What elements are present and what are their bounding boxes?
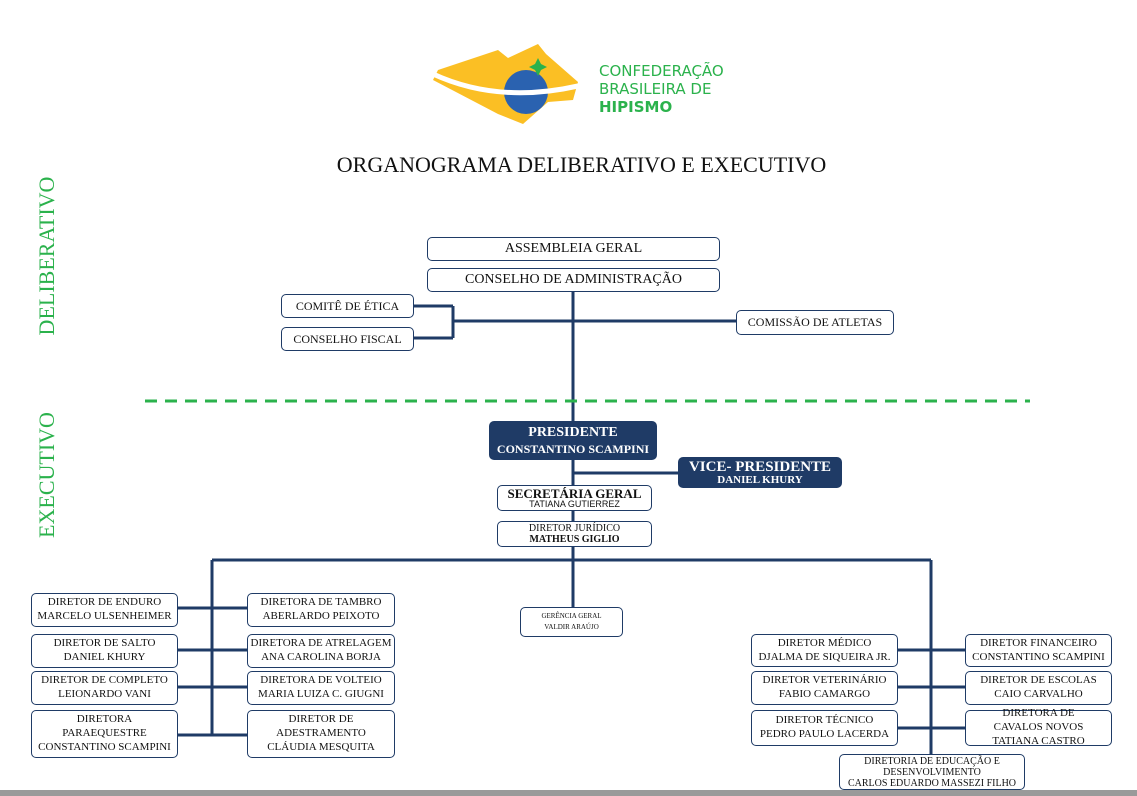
director-name: PEDRO PAULO LACERDA xyxy=(759,728,890,740)
director-role: DIRETOR VETERINÁRIO xyxy=(762,674,887,687)
director-name: CONSTANTINO SCAMPINI xyxy=(38,740,171,753)
box-conselho-administracao: CONSELHO DE ADMINISTRAÇÃO xyxy=(427,268,720,292)
director-name: MARCELO ULSENHEIMER xyxy=(37,610,172,622)
director-role: DIRETOR DE ESCOLAS xyxy=(980,674,1097,687)
director-role: DIRETOR DE SALTO xyxy=(53,637,156,650)
director-name: MARIA LUIZA C. GIUGNI xyxy=(258,688,384,700)
director-role: DIRETORA PARAEQUESTRE xyxy=(62,713,147,740)
director-name: ANA CAROLINA BORJA xyxy=(261,651,381,663)
section-label-deliberativo: DELIBERATIVO xyxy=(34,176,59,336)
director-name: TATIANA CASTRO xyxy=(992,734,1085,747)
director-name: FABIO CAMARGO xyxy=(778,688,871,700)
director-name: ABERLARDO PEIXOTO xyxy=(262,610,380,622)
director-role: DIRETORA DE ATRELAGEM xyxy=(250,637,392,650)
director-role: DIRETOR TÉCNICO xyxy=(775,714,874,727)
cbh-logo-icon xyxy=(431,44,579,124)
box-comite-etica: COMITÊ DE ÉTICA xyxy=(281,294,414,318)
director-role: DIRETOR DE ENDURO xyxy=(47,596,162,609)
director-role: DIRETORA DE TAMBRO xyxy=(260,596,382,609)
box-comissao-atletas: COMISSÃO DE ATLETAS xyxy=(736,310,894,335)
director-role: DIRETORA DE CAVALOS NOVOS xyxy=(993,707,1084,734)
box-conselho-fiscal: CONSELHO FISCAL xyxy=(281,327,414,351)
director-name: CAIO CARVALHO xyxy=(994,688,1083,700)
director-role: DIRETOR MÉDICO xyxy=(777,636,872,649)
director-name: CONSTANTINO SCAMPINI xyxy=(972,650,1105,663)
box-assembleia-geral: ASSEMBLEIA GERAL xyxy=(427,237,720,261)
director-name: LEIONARDO VANI xyxy=(58,688,151,700)
director-role: DIRETOR DE ADESTRAMENTO xyxy=(276,713,366,740)
director-name: CLÁUDIA MESQUITA xyxy=(267,740,375,753)
director-name: DJALMA DE SIQUEIRA JR. xyxy=(758,650,891,663)
director-role: DIRETORA DE VOLTEIO xyxy=(260,674,382,687)
page-title: ORGANOGRAMA DELIBERATIVO E EXECUTIVO xyxy=(336,152,827,177)
director-role: DIRETOR FINANCEIRO xyxy=(980,636,1097,649)
director-name: DANIEL KHURY xyxy=(63,651,146,663)
bottom-bar xyxy=(0,790,1137,796)
section-label-executivo: EXECUTIVO xyxy=(34,412,59,538)
director-role: DIRETOR DE COMPLETO xyxy=(41,674,168,687)
